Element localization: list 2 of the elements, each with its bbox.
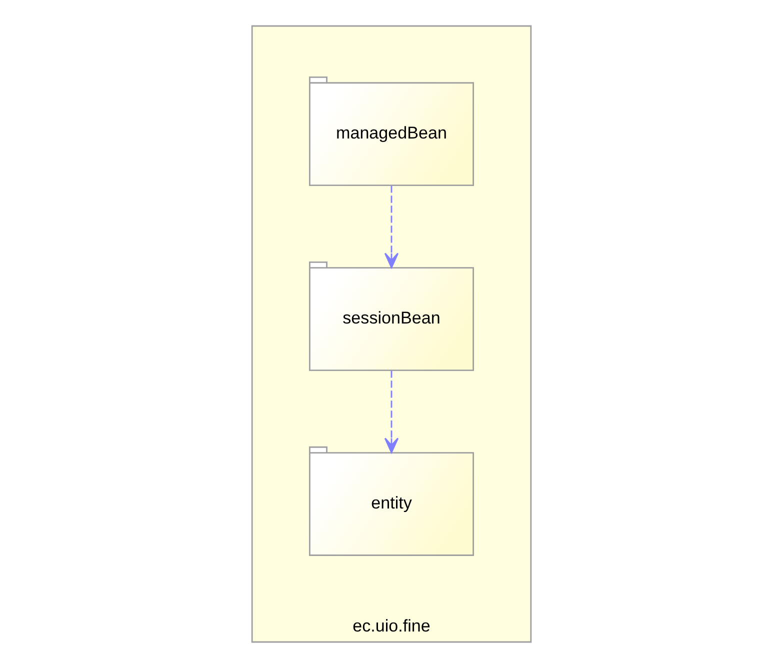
arrow [384, 186, 398, 268]
arrow [384, 370, 398, 454]
